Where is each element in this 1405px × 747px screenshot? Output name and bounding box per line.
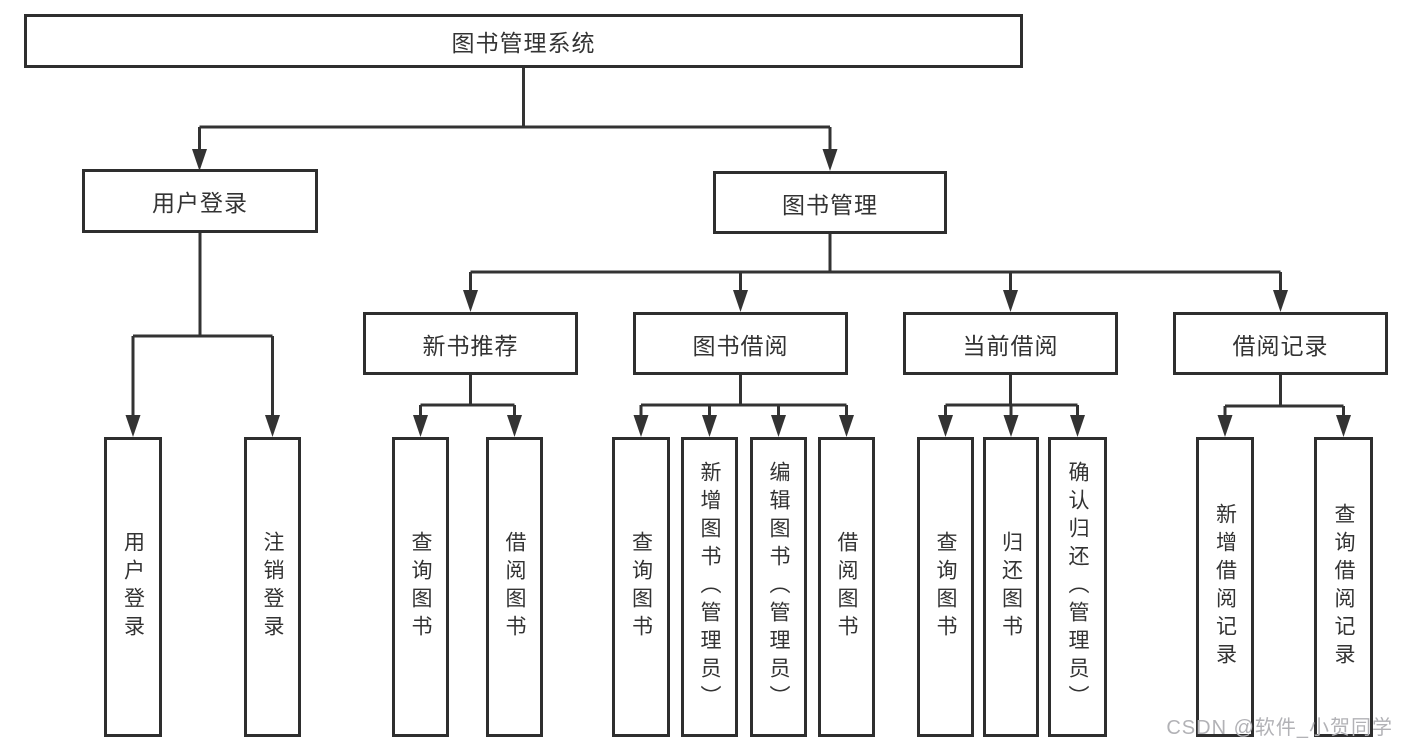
- node-label: 借阅图书: [503, 531, 526, 643]
- leaf-user-login: 用户登录: [104, 437, 162, 737]
- node-label: 归还图书: [999, 531, 1023, 643]
- node-label: 查询图书: [934, 531, 957, 643]
- node-label: 用户登录: [121, 531, 145, 643]
- node-label: 借阅图书: [835, 531, 858, 643]
- leaf-query-books-recommend: 查询图书: [392, 437, 449, 737]
- node-user-login: 用户登录: [82, 169, 318, 233]
- node-borrowing-records: 借阅记录: [1173, 312, 1388, 375]
- arrowheads: [125, 149, 1351, 437]
- node-library-system: 图书管理系统: [24, 14, 1023, 68]
- leaf-borrow-books-borrowing: 借阅图书: [818, 437, 875, 737]
- node-label: 图书管理系统: [451, 30, 596, 56]
- node-label: 当前借阅: [962, 332, 1059, 359]
- leaf-logout: 注销登录: [244, 437, 301, 737]
- leaf-add-book-admin: 新增图书（管理员）: [681, 437, 738, 737]
- node-label: 确认归还（管理员）: [1066, 461, 1089, 713]
- node-book-management: 图书管理: [713, 171, 947, 234]
- node-label: 新书推荐: [422, 332, 519, 359]
- leaf-return-books: 归还图书: [983, 437, 1039, 737]
- node-label: 新增借阅记录: [1213, 503, 1237, 671]
- node-label: 编辑图书（管理员）: [767, 461, 790, 713]
- node-label: 图书管理: [782, 191, 878, 218]
- leaf-borrow-books-recommend: 借阅图书: [486, 437, 543, 737]
- node-label: 查询图书: [629, 531, 653, 643]
- leaf-confirm-return-admin: 确认归还（管理员）: [1048, 437, 1107, 737]
- leaf-edit-book-admin: 编辑图书（管理员）: [750, 437, 807, 737]
- watermark: CSDN @软件_小贺同学: [1166, 717, 1393, 739]
- node-label: 注销登录: [261, 531, 284, 643]
- node-label: 图书借阅: [692, 332, 789, 359]
- node-book-borrowing: 图书借阅: [633, 312, 848, 375]
- node-label: 借阅记录: [1232, 332, 1329, 359]
- leaf-query-borrow-record: 查询借阅记录: [1314, 437, 1373, 737]
- node-label: 用户登录: [152, 190, 248, 216]
- node-label: 新增图书（管理员）: [698, 461, 721, 713]
- node-label: 查询图书: [409, 531, 432, 643]
- leaf-query-books-current: 查询图书: [917, 437, 974, 737]
- leaf-query-books-borrowing: 查询图书: [612, 437, 670, 737]
- node-label: 查询借阅记录: [1332, 503, 1355, 671]
- leaf-add-borrow-record: 新增借阅记录: [1196, 437, 1254, 737]
- node-new-book-recommend: 新书推荐: [363, 312, 578, 375]
- node-current-borrowing: 当前借阅: [903, 312, 1118, 375]
